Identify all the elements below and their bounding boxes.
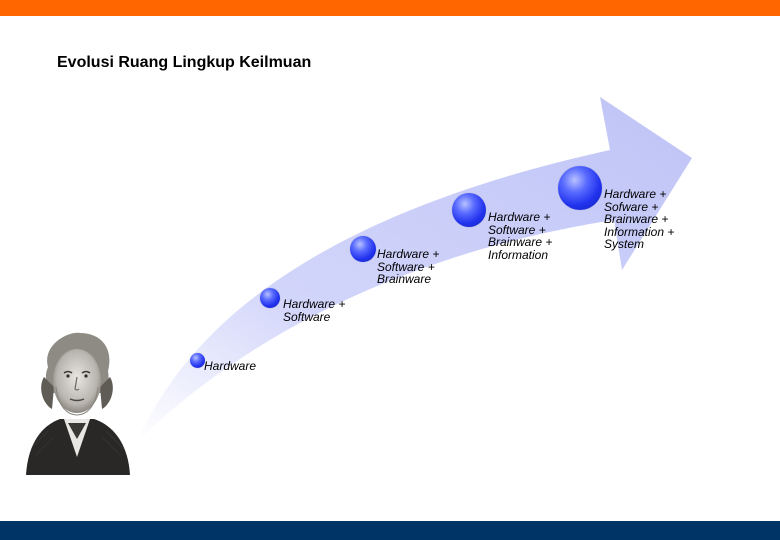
stage-label-5: Hardware + Sofware + Brainware + Informa… bbox=[604, 187, 675, 251]
stage-label-1: Hardware bbox=[204, 359, 257, 373]
bottom-accent-bar bbox=[0, 521, 780, 540]
stage-label-3: Hardware + Software + Brainware bbox=[377, 247, 440, 286]
slide-title: Evolusi Ruang Lingkup Keilmuan bbox=[57, 54, 312, 71]
stage-orb-5 bbox=[558, 166, 602, 210]
stage-orb-4 bbox=[452, 193, 486, 227]
portrait-image bbox=[26, 332, 130, 475]
stage-label-4: Hardware + Software + Brainware + Inform… bbox=[488, 210, 553, 262]
stage-orb-2 bbox=[260, 288, 280, 308]
stage-orb-3 bbox=[350, 236, 376, 262]
stage-label-2: Hardware + Software bbox=[283, 297, 346, 324]
top-accent-bar bbox=[0, 0, 780, 16]
stage-orb-1 bbox=[190, 353, 205, 368]
